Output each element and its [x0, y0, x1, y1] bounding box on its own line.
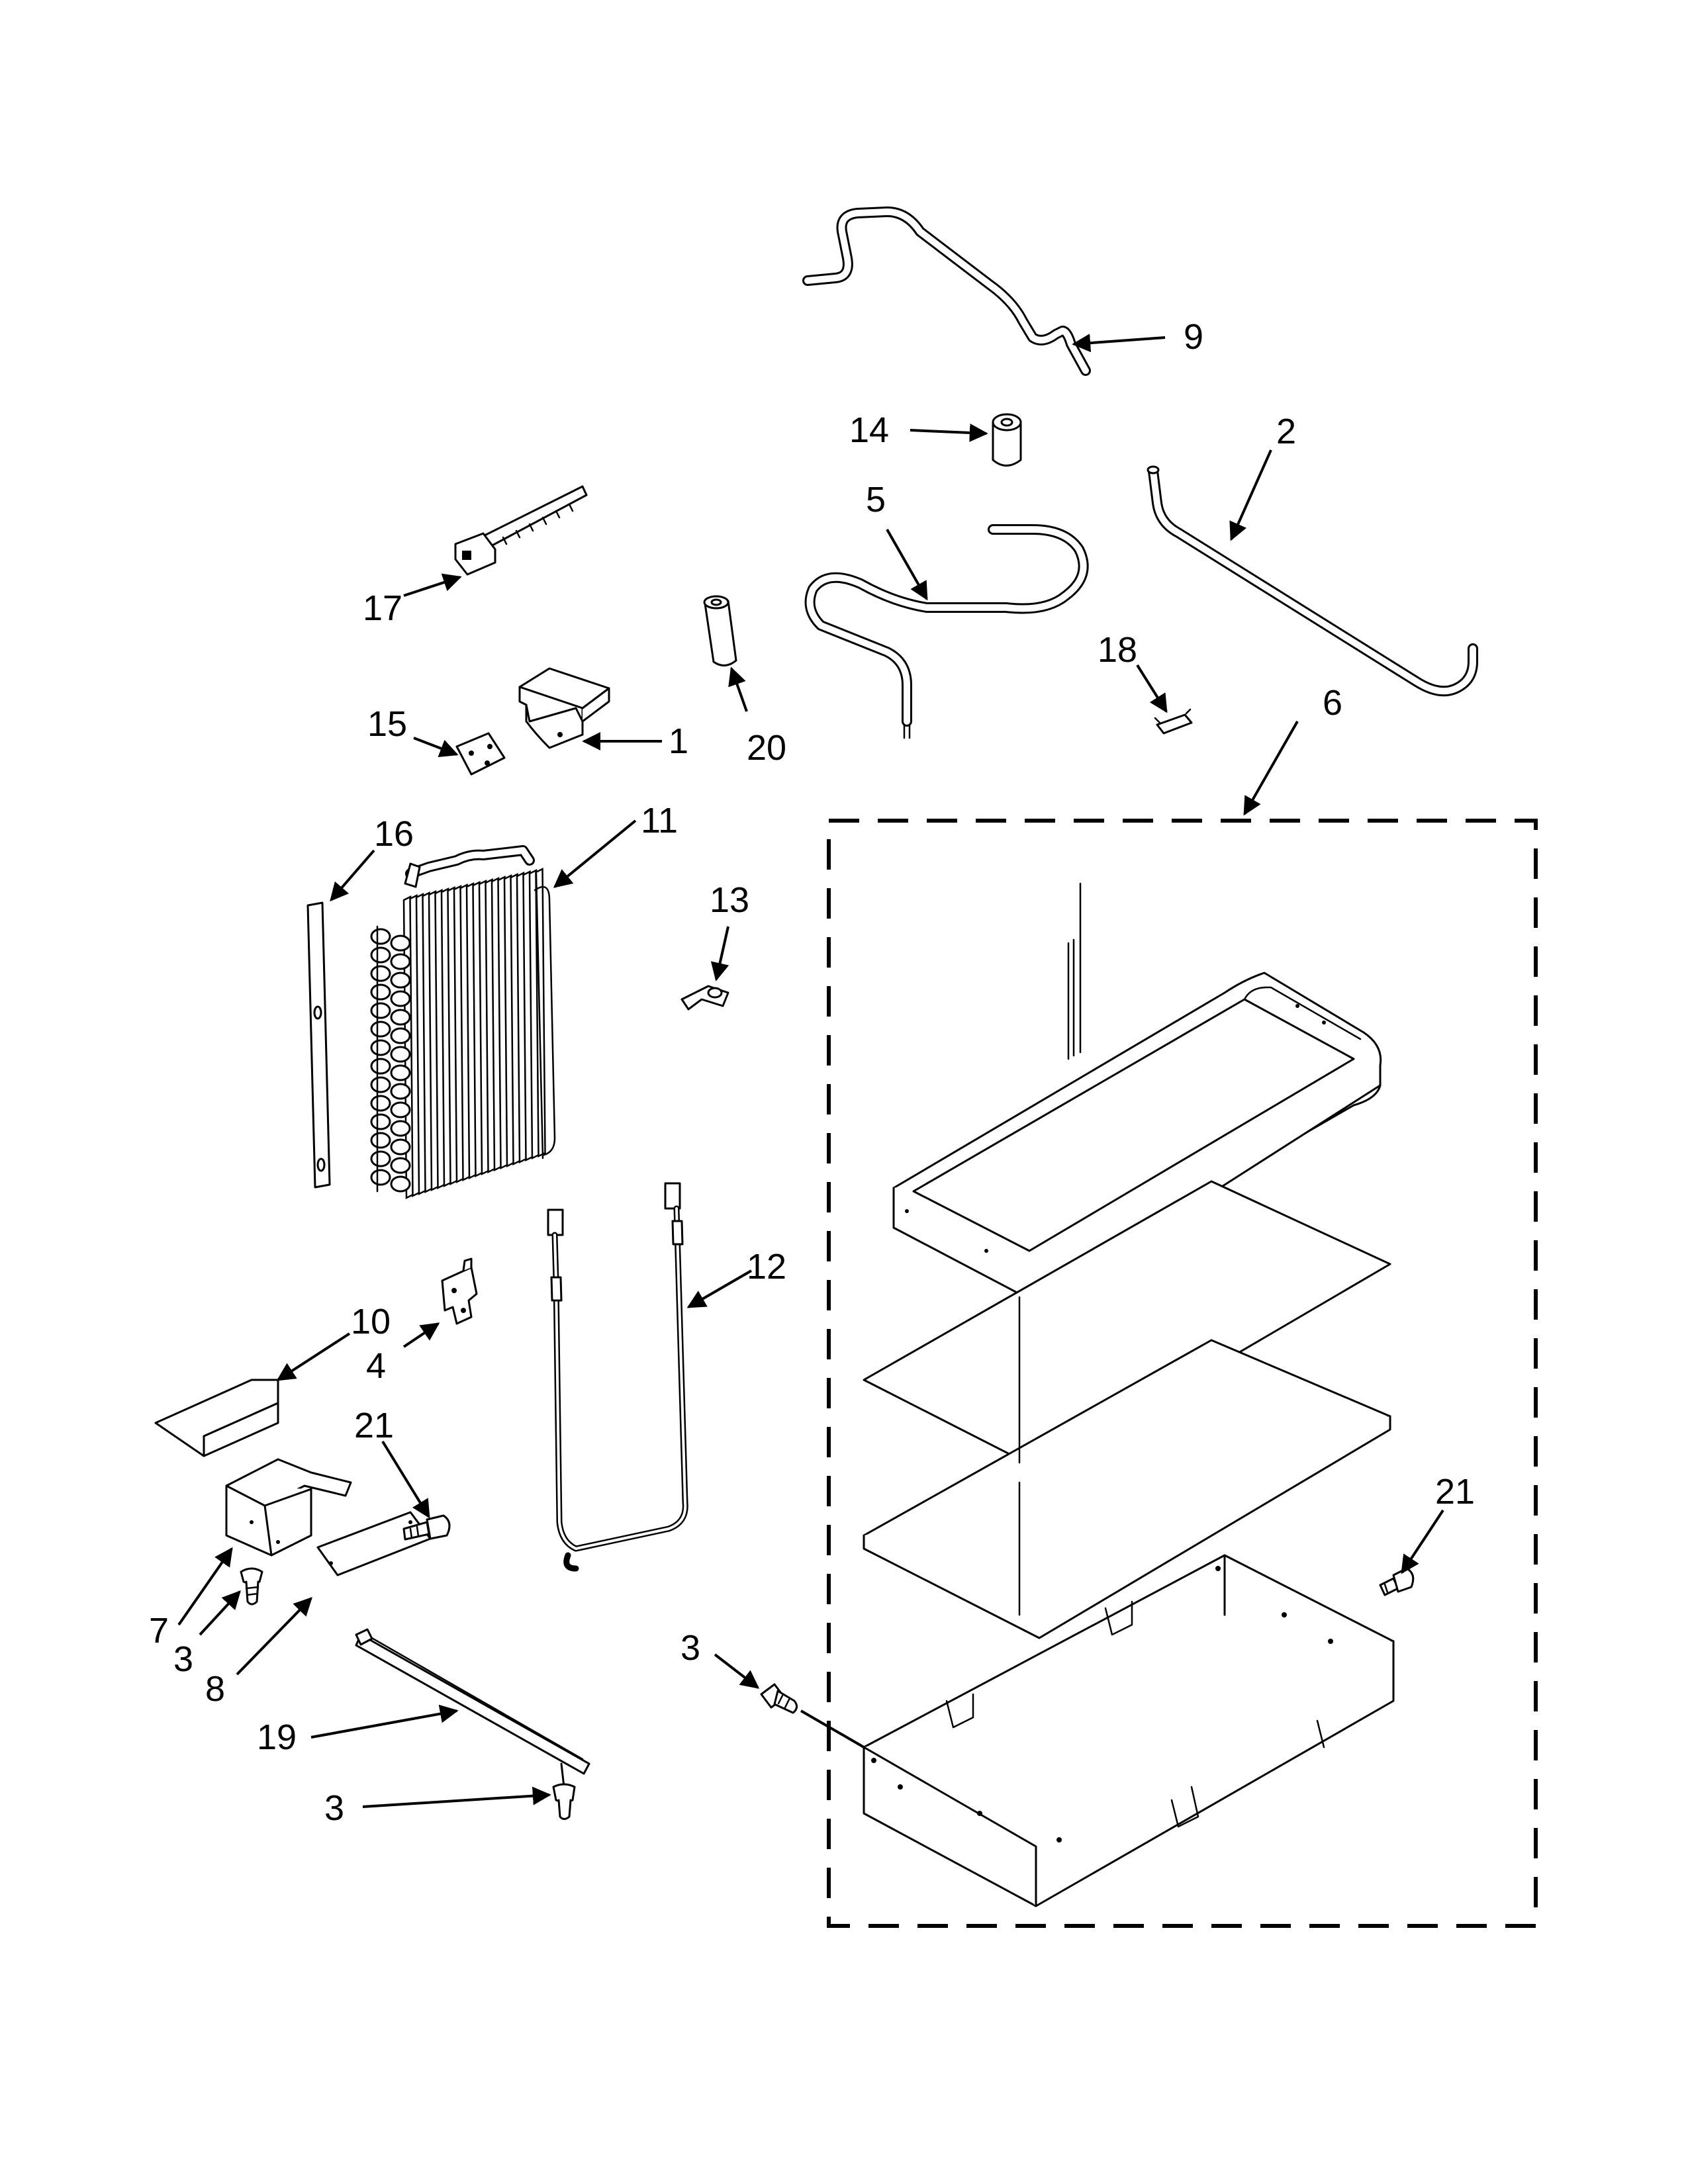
callout-labels: 9 14 2 5 17 18 6 20 1 15 16 11 13 12 10 …: [149, 317, 1475, 1828]
evaporator-hairpin: [390, 972, 411, 989]
callout-8: 8: [205, 1669, 225, 1709]
part-17-cable-tie: [454, 485, 588, 576]
part-12-wires: [547, 1182, 688, 1572]
evaporator-hairpin: [370, 1095, 391, 1112]
evaporator-hairpin: [390, 990, 411, 1007]
part-8-plate: [316, 1511, 432, 1576]
evaporator-hairpin: [390, 1046, 411, 1063]
part-14-sleeve: [992, 413, 1022, 467]
callout-11: 11: [641, 801, 678, 841]
evaporator-hairpin: [390, 953, 411, 970]
part-11-evaporator: [370, 845, 556, 1200]
callout-9: 9: [1184, 317, 1203, 357]
evaporator-hairpin: [370, 965, 391, 982]
evaporator-hairpin: [390, 1101, 411, 1118]
part-16-bar: [306, 901, 331, 1189]
evaporator-hairpin: [390, 1064, 411, 1081]
evaporator-hairpin: [390, 1120, 411, 1137]
part-1-bracket: [518, 667, 610, 749]
part-19-rail: [355, 1628, 590, 1775]
callout-12: 12: [747, 1247, 786, 1287]
callout-14: 14: [849, 410, 889, 450]
part-9-tube: [802, 206, 1091, 376]
part-4-bracket: [441, 1257, 478, 1325]
evaporator-hairpin: [370, 1113, 391, 1130]
callout-13: 13: [710, 880, 749, 920]
evaporator-hairpin: [370, 1150, 391, 1167]
part-5-tube: [804, 524, 1089, 739]
part-21-screw-right: [1379, 1567, 1415, 1596]
part-21-screw-left: [402, 1514, 451, 1541]
callout-16: 16: [374, 814, 414, 854]
evaporator-hairpin: [370, 1058, 391, 1075]
part-20-tube: [703, 595, 737, 666]
part-13-clip: [680, 985, 729, 1011]
evaporator-hairpin: [390, 1009, 411, 1026]
callout-1: 1: [669, 721, 688, 761]
evaporator-hairpin: [390, 1083, 411, 1100]
callout-3-middle: 3: [680, 1628, 700, 1668]
callout-19: 19: [257, 1717, 297, 1757]
evaporator-hairpin: [370, 1002, 391, 1019]
evaporator-hairpin: [390, 934, 411, 952]
evaporator-hairpin: [370, 1076, 391, 1093]
part-6-insulation-sheets: [863, 1180, 1391, 1639]
part-7-bracket: [225, 1458, 352, 1557]
part-3-screw-bottom: [552, 1762, 576, 1820]
part-6-tray: [892, 882, 1382, 1298]
evaporator-hairpin: [370, 1169, 391, 1186]
part-10-insulation: [154, 1379, 279, 1457]
callout-3-left: 3: [173, 1639, 193, 1679]
evaporator-hairpin: [370, 983, 391, 1001]
callout-7: 7: [149, 1611, 169, 1651]
evaporator-hairpin: [370, 1021, 391, 1038]
evaporator-hairpin: [390, 1175, 411, 1193]
callout-5: 5: [866, 480, 886, 520]
callout-21-left: 21: [354, 1406, 394, 1445]
callout-2: 2: [1276, 412, 1296, 451]
callout-17: 17: [363, 588, 402, 628]
part-6-assembly-box: [827, 819, 1538, 1928]
callout-15: 15: [367, 704, 407, 744]
callout-6: 6: [1323, 683, 1342, 723]
evaporator-hairpin: [390, 1157, 411, 1174]
callout-18: 18: [1098, 630, 1137, 670]
evaporator-hairpin: [390, 1138, 411, 1156]
callout-21-right: 21: [1435, 1472, 1475, 1512]
part-6-pan: [863, 1554, 1395, 1907]
evaporator-hairpin: [390, 1027, 411, 1044]
leader-lines: [177, 334, 1444, 1808]
evaporator-hairpin: [370, 1039, 391, 1056]
part-3-screw-left: [240, 1567, 263, 1606]
callout-4: 4: [366, 1346, 386, 1386]
callout-20: 20: [747, 728, 786, 768]
part-15-plate: [455, 732, 506, 776]
evaporator-hairpin: [370, 928, 391, 945]
callout-10: 10: [351, 1302, 391, 1342]
part-18-clip: [1154, 708, 1193, 735]
evaporator-hairpin: [370, 946, 391, 964]
callout-3-bottom: 3: [324, 1788, 344, 1828]
part-3-screw-middle: [760, 1683, 798, 1714]
part-2-tube: [1147, 465, 1478, 697]
evaporator-hairpin: [370, 1132, 391, 1149]
